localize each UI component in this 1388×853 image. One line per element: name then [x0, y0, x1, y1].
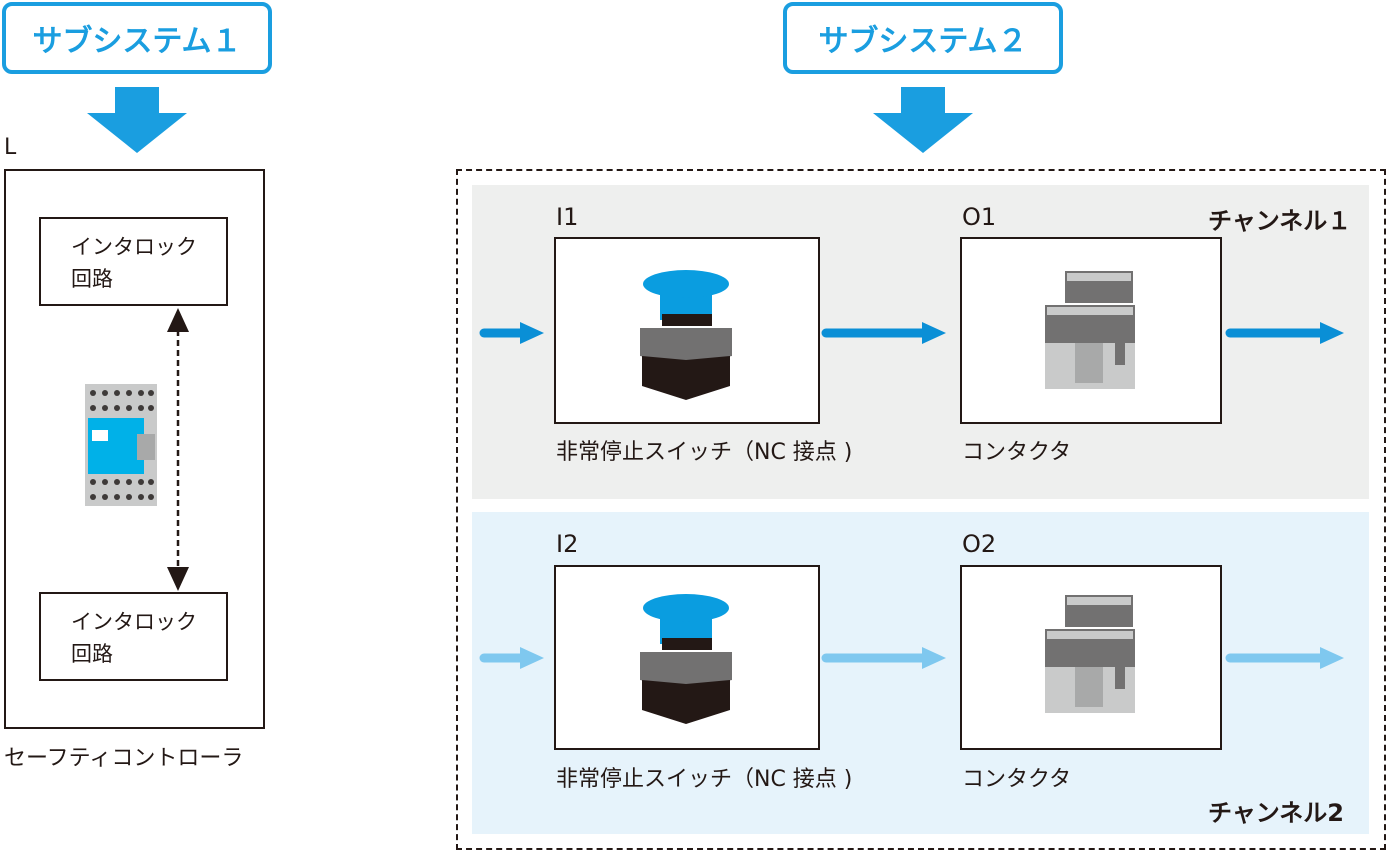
emergency-stop-switch-icon [640, 594, 732, 724]
right-arrow-icon [1225, 647, 1344, 669]
right-arrow-icon [821, 647, 946, 669]
channel1-input-caption: 非常停止スイッチ（NC 接点 ) [556, 440, 853, 465]
interlock-top-line1: インタロック [71, 235, 197, 259]
interlock-bottom-line2: 回路 [71, 642, 113, 666]
subsystem2-dashed-frame [456, 169, 1386, 850]
channel1-output-id: O1 [962, 203, 997, 231]
subsystem2-title: サブシステム２ [783, 2, 1063, 74]
down-arrow-icon [87, 87, 187, 153]
channel2-label: チャンネル2 [1208, 799, 1344, 827]
safety-controller-icon [85, 384, 157, 506]
interlock-bottom-line1: インタロック [71, 610, 197, 634]
channel2-output-id: O2 [962, 530, 997, 558]
bidirectional-dashed-arrow-icon [167, 308, 189, 591]
down-arrow-icon [873, 87, 973, 153]
right-arrow-icon [479, 322, 544, 344]
contactor-icon [1045, 271, 1135, 389]
channel1-output-caption: コンタクタ [962, 440, 1072, 465]
channel2-input-caption: 非常停止スイッチ（NC 接点 ) [556, 767, 853, 792]
subsystem1-title: サブシステム１ [2, 2, 272, 74]
contactor-icon [1045, 595, 1135, 713]
channel2-output-caption: コンタクタ [962, 767, 1072, 792]
controller-corner-label: L [4, 135, 17, 160]
interlock-circuit-bottom: インタロック 回路 [39, 592, 228, 681]
right-arrow-icon [1225, 322, 1344, 344]
safety-controller-caption: セーフティコントローラ [4, 746, 244, 771]
right-arrow-icon [821, 322, 946, 344]
channel1-label: チャンネル１ [1208, 207, 1352, 235]
interlock-top-line2: 回路 [71, 267, 113, 291]
channel1-input-id: I1 [556, 203, 579, 231]
channel2-input-id: I2 [556, 530, 579, 558]
interlock-circuit-top: インタロック 回路 [39, 217, 228, 306]
right-arrow-icon [479, 647, 544, 669]
emergency-stop-switch-icon [640, 270, 732, 400]
